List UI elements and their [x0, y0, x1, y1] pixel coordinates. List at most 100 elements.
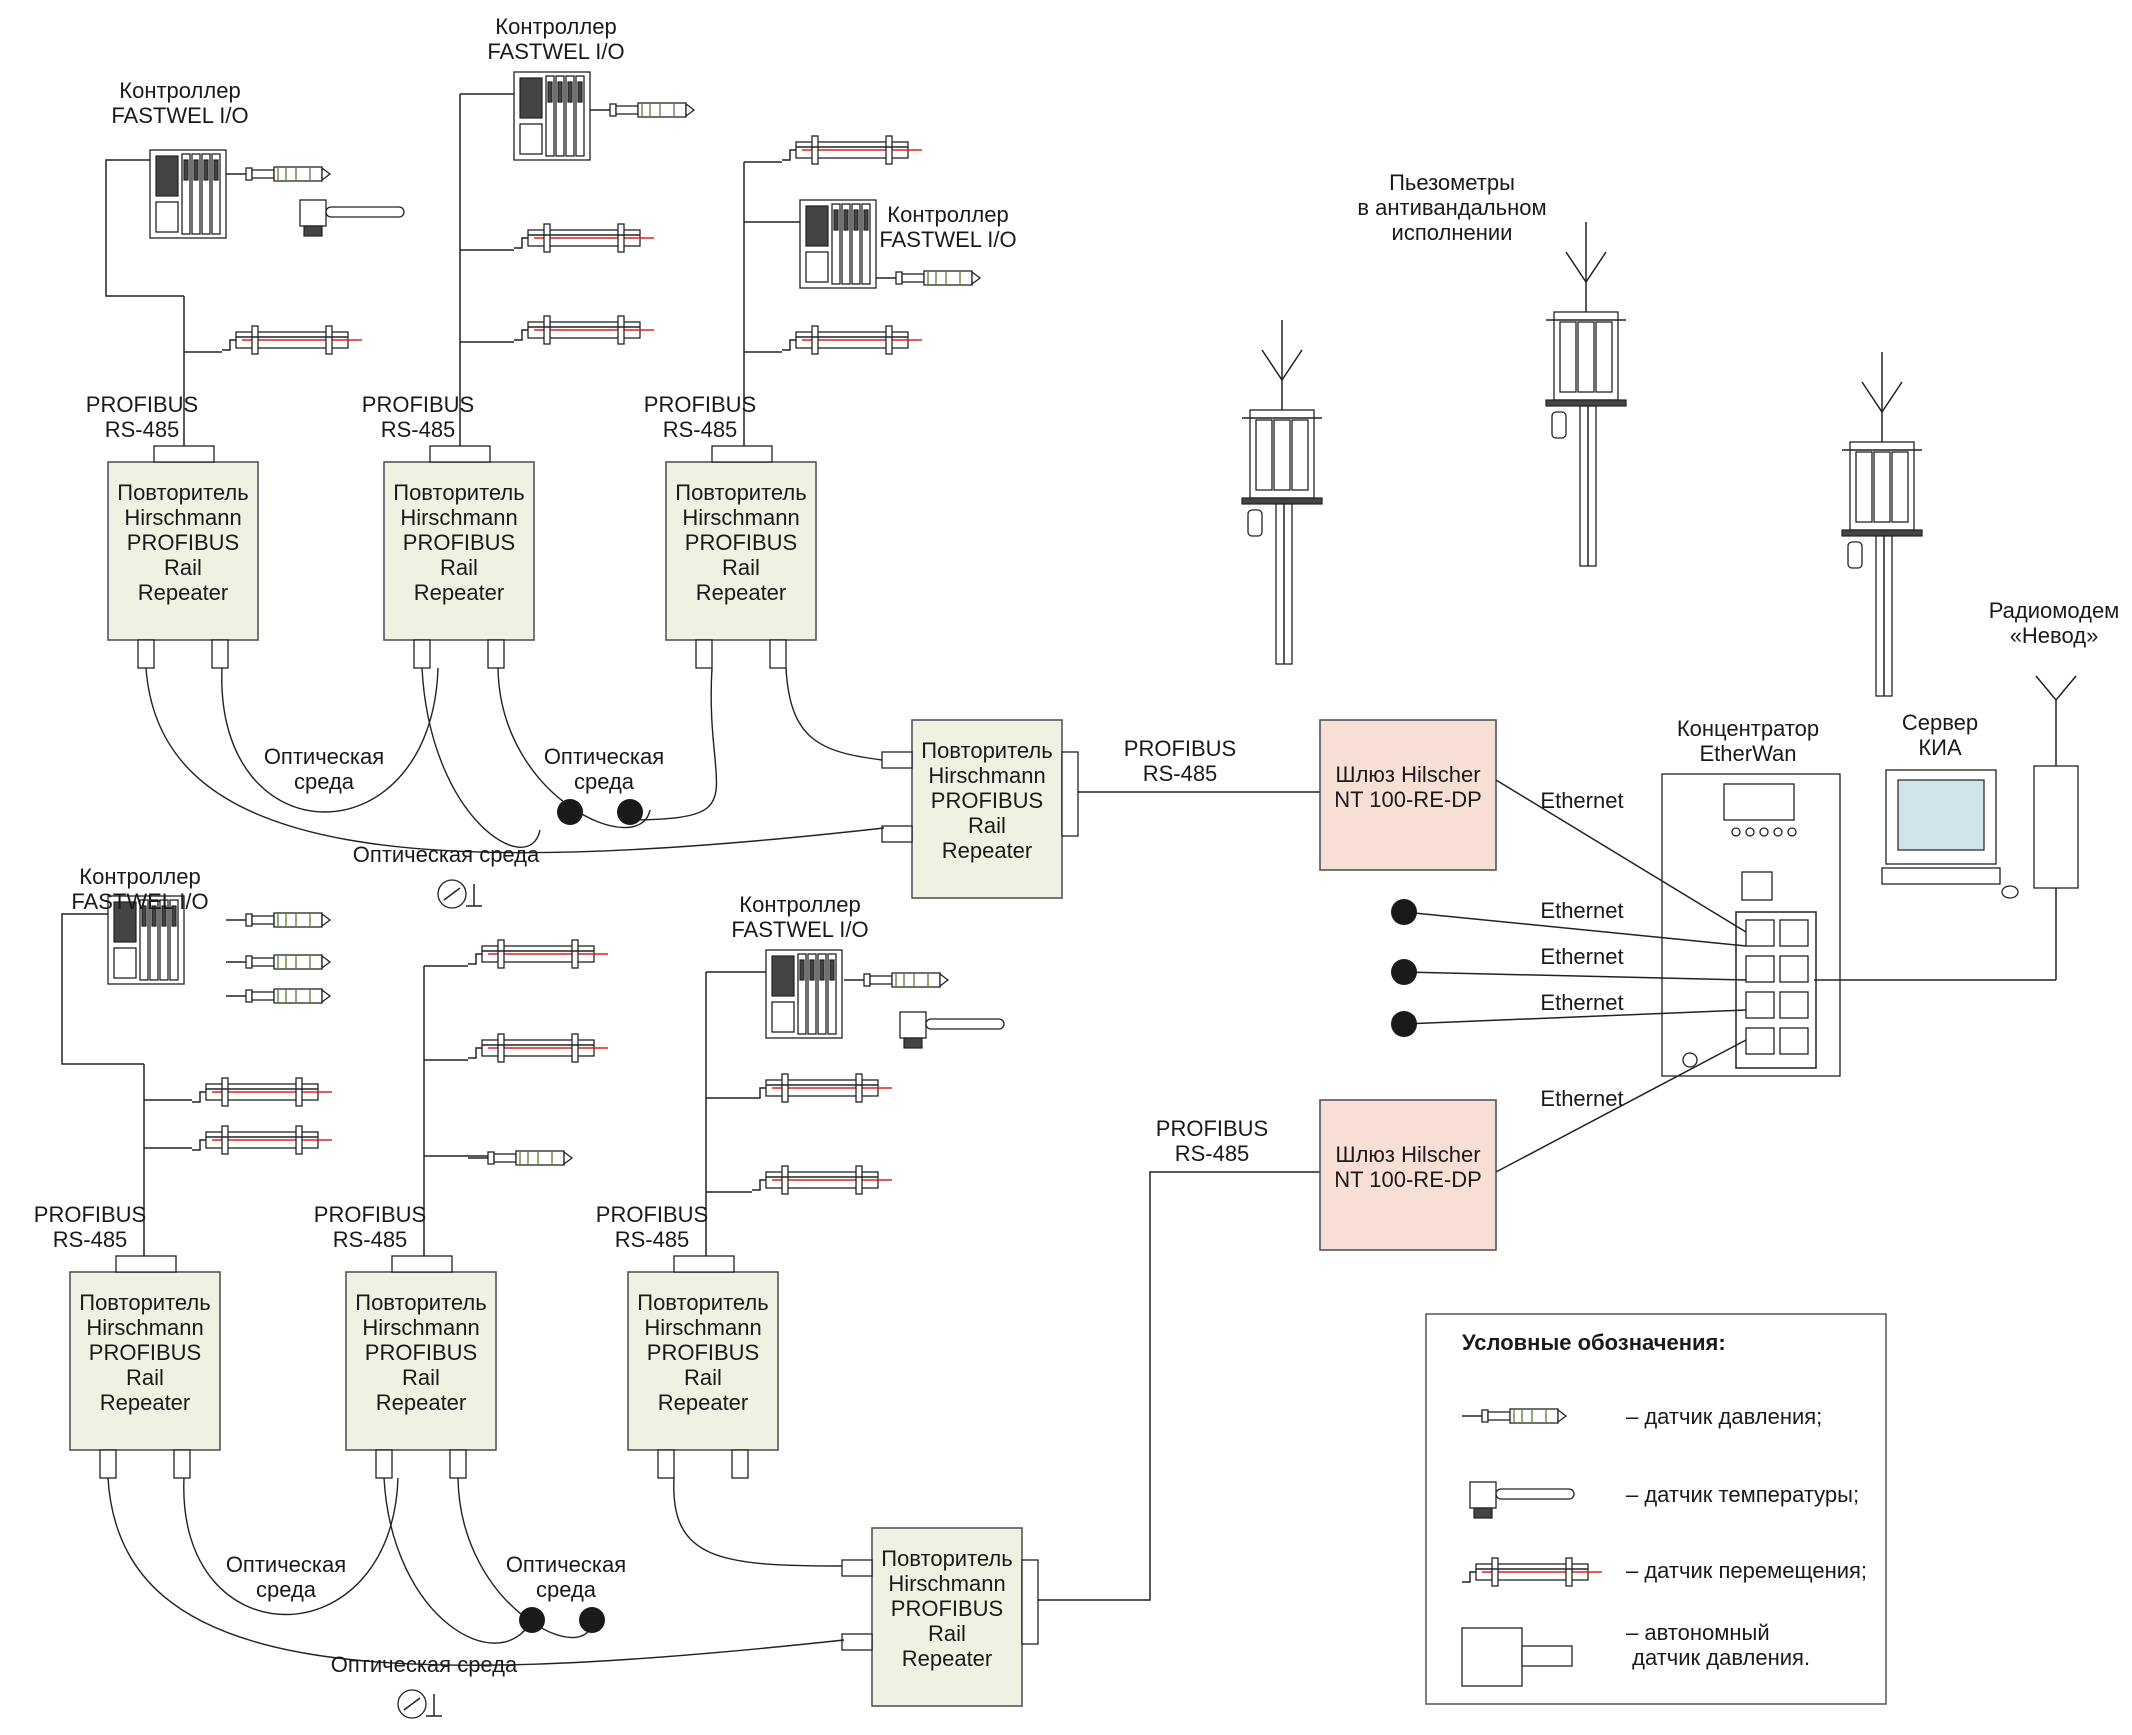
displacement-sensor-icon [191, 1125, 333, 1155]
piezometer-icon [1841, 351, 1923, 697]
hub-led [1773, 827, 1783, 837]
bus-port [153, 445, 215, 463]
fiber-cable [145, 667, 885, 854]
repeater-box [107, 461, 259, 641]
fiber-port [99, 1449, 117, 1479]
ethernet-port [1745, 1027, 1775, 1055]
link-line [105, 159, 184, 297]
fiber-cable [221, 667, 439, 813]
fiber-cable [673, 1477, 843, 1567]
fiber-cable [785, 667, 883, 761]
hub-display [1723, 783, 1795, 821]
piezometer-icon [1241, 319, 1323, 665]
legend-item: – датчик перемещения; [1626, 1558, 1867, 1583]
ethernet-port [1779, 955, 1809, 983]
hub-screw [1682, 1052, 1698, 1068]
radiomodem-label: Радиомодем«Невод» [1989, 598, 2120, 648]
ethernet-label: Ethernet [1540, 898, 1623, 923]
displacement-sensor-icon [751, 1073, 893, 1103]
ethernet-label: Ethernet [1540, 990, 1623, 1015]
fiber-port [173, 1449, 191, 1479]
bus-port [711, 445, 773, 463]
terminal-dot [617, 799, 643, 825]
pressure-sensor-icon [875, 270, 981, 286]
repeater-box [69, 1271, 221, 1451]
hub-led [1745, 827, 1755, 837]
fiber-port [137, 639, 155, 669]
fiber-port [769, 639, 787, 669]
legend-autonomous-icon [1461, 1627, 1523, 1687]
hub-port-frame [1735, 911, 1817, 1069]
fiber-port [841, 1633, 873, 1651]
antenna-icon [2035, 675, 2077, 702]
optical-coupler-icon [403, 1697, 421, 1711]
bus-port [115, 1255, 177, 1273]
fiber-port [211, 639, 229, 669]
ethernet-label: Ethernet [1540, 1086, 1623, 1111]
displacement-sensor-icon [467, 939, 609, 969]
fiber-cable [421, 667, 541, 848]
displacement-sensor-icon [467, 1033, 609, 1063]
monitor-screen [1897, 779, 1985, 851]
pressure-sensor-icon [467, 1150, 573, 1166]
ethernet-port [1779, 991, 1809, 1019]
ethernet-label: Ethernet [1540, 944, 1623, 969]
ethernet-port [1745, 955, 1775, 983]
fiber-cable [107, 1477, 845, 1666]
fiber-port [881, 751, 913, 769]
pressure-sensor-icon [589, 102, 695, 118]
controller-icon [513, 71, 591, 161]
fiber-cable [383, 1477, 533, 1644]
legend-item: – датчик температуры; [1626, 1482, 1859, 1507]
hub-led [1759, 827, 1769, 837]
controller-icon [765, 949, 843, 1039]
hub-port [1741, 871, 1773, 901]
fiber-cable [183, 1477, 399, 1615]
legend-autonomous-icon [1521, 1645, 1573, 1667]
hub-led [1731, 827, 1741, 837]
ethernet-line [1495, 779, 1747, 933]
displacement-sensor-icon [751, 1165, 893, 1195]
ethernet-port [1745, 919, 1775, 947]
mouse-icon [2001, 885, 2019, 899]
ethernet-line [1403, 1009, 1747, 1025]
legend-title: Условные обозначения: [1462, 1330, 1726, 1355]
displacement-sensor-icon [221, 325, 363, 355]
ethernet-port [1745, 991, 1775, 1019]
profibus-line [1038, 1171, 1320, 1601]
terminal-dot [519, 1607, 545, 1633]
ethernet-line [1403, 971, 1747, 981]
bus-port [1061, 751, 1079, 837]
terminal-dot [1391, 899, 1417, 925]
bus-port [429, 445, 491, 463]
ethernet-label: Ethernet [1540, 788, 1623, 813]
optical-coupler-icon [443, 887, 461, 901]
fiber-port [449, 1449, 467, 1479]
fiber-cable [619, 667, 718, 821]
bus-port [1021, 1559, 1039, 1645]
pressure-sensor-icon [225, 988, 331, 1004]
pressure-sensor-icon [225, 912, 331, 928]
fiber-port [695, 639, 713, 669]
